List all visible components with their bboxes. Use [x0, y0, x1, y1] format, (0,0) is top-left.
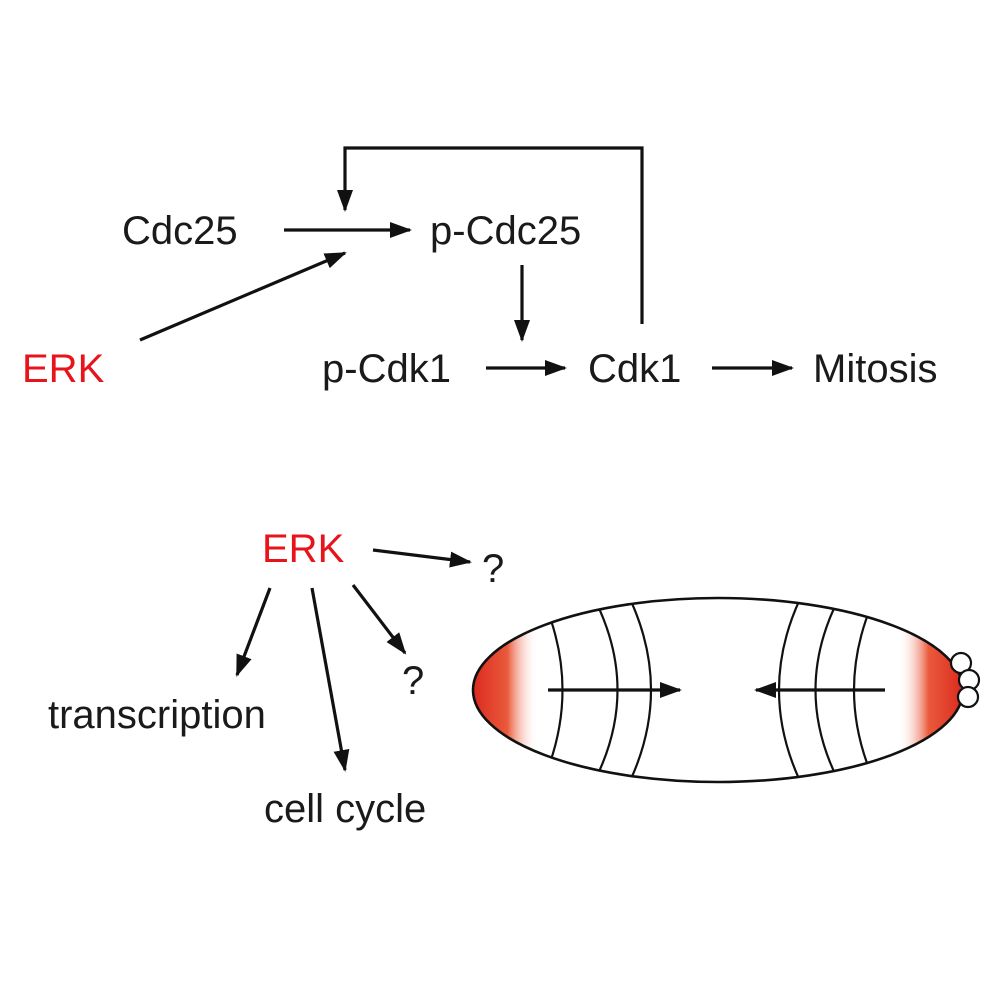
arrow-erk-to-cell-cycle	[310, 587, 350, 772]
node-p-cdk1: p-Cdk1	[322, 347, 451, 391]
embryo-outline	[471, 596, 965, 784]
node-cell-cycle: cell cycle	[264, 787, 426, 831]
arrow-erk-to-cdc25-phosphorylation	[139, 251, 347, 342]
embryo-illustration	[471, 596, 981, 784]
arrow-erk-to-unknown-1	[372, 548, 472, 568]
pole-cell	[956, 685, 980, 709]
node-transcription: transcription	[48, 693, 266, 737]
posterior-terminal-region	[898, 598, 963, 782]
node-cdk1: Cdk1	[588, 347, 681, 391]
node-unknown-2: ?	[402, 659, 424, 703]
node-erk-bottom: ERK	[262, 527, 345, 571]
arrow-erk-to-unknown-2	[351, 584, 407, 655]
node-unknown-1: ?	[482, 547, 504, 591]
feedback-arrow-cdk1-to-cdc25	[337, 146, 644, 324]
cdk1-activation-pathway: Cdc25 p-Cdc25 ERK p-Cdk1 Cdk1 Mitosis	[22, 146, 937, 391]
node-erk-top: ERK	[22, 347, 105, 391]
node-p-cdc25: p-Cdc25	[430, 209, 581, 253]
node-mitosis: Mitosis	[813, 347, 937, 391]
erk-outputs: ERK ? ? transcription cell cycle	[48, 527, 504, 831]
node-cdc25: Cdc25	[122, 209, 238, 253]
anterior-terminal-region	[473, 598, 538, 782]
arrow-erk-to-transcription	[235, 587, 272, 677]
